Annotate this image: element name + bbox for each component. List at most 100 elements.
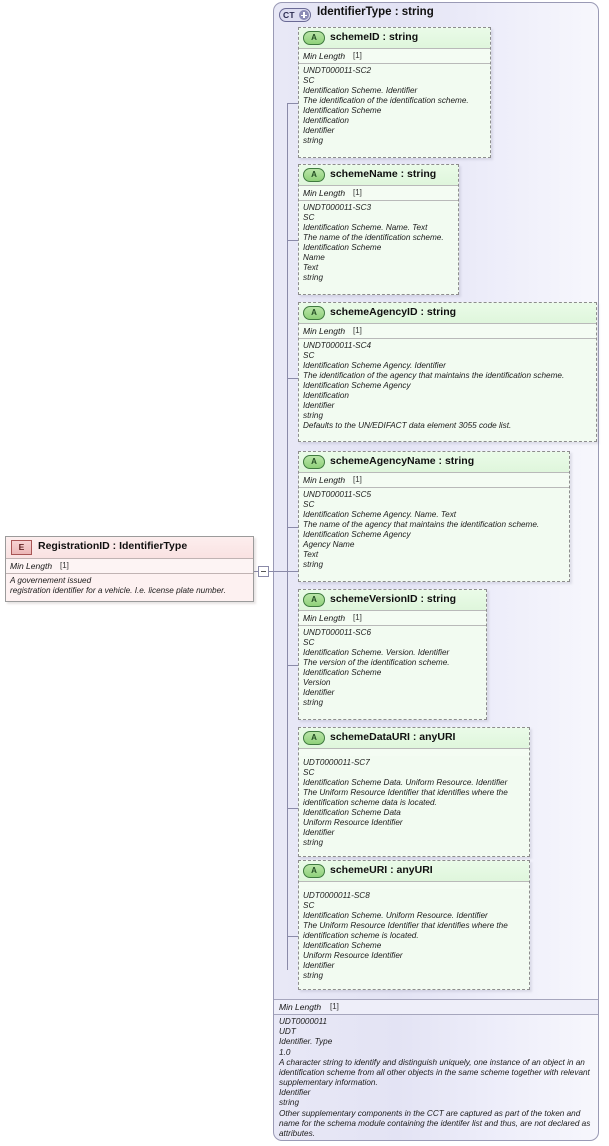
attribute-box-schemename[interactable]: A schemeName : string Min Length [1] UND… <box>298 164 459 295</box>
facet-cardinality: [1] <box>353 613 362 622</box>
facet-label: Min Length <box>303 475 346 485</box>
attribute-facet-row: Min Length [1] <box>299 610 486 626</box>
attribute-badge: A <box>303 731 325 745</box>
attribute-facet-row: Min Length [1] <box>299 472 569 488</box>
attribute-badge: A <box>303 455 325 469</box>
doc-line: The Uniform Resource Identifier that ide… <box>303 921 508 940</box>
connector-stub-schemedatauri <box>287 808 298 809</box>
complex-type-expand-icon[interactable] <box>299 10 309 20</box>
attribute-box-schemeagencyid[interactable]: A schemeAgencyID : string Min Length [1]… <box>298 302 597 442</box>
doc-line: Identifier <box>303 828 335 837</box>
attribute-badge: A <box>303 168 325 182</box>
doc-line: UNDT000011-SC4 <box>303 341 372 350</box>
doc-line: string <box>303 698 324 707</box>
doc-line: 1.0 <box>279 1047 291 1057</box>
attribute-box-schemedatauri[interactable]: A schemeDataURI : anyURI UDT0000011-SC7 … <box>298 727 530 857</box>
connector-stub-schemeuri <box>287 936 298 937</box>
element-box-registrationid[interactable]: E RegistrationID : IdentifierType Min Le… <box>5 536 254 602</box>
doc-line: SC <box>303 638 315 647</box>
attribute-header: A schemeVersionID : string <box>299 590 486 610</box>
doc-line: Uniform Resource Identifier <box>303 951 403 960</box>
doc-line: Identifier <box>303 401 335 410</box>
facet-cardinality: [1] <box>330 1002 339 1011</box>
doc-line: Identifier. Type <box>279 1037 333 1047</box>
doc-line: Agency Name <box>303 540 355 549</box>
doc-line: Identifier <box>279 1088 311 1098</box>
attribute-badge: A <box>303 593 325 607</box>
doc-line: The identification of the identification… <box>303 96 469 105</box>
attribute-header: A schemeName : string <box>299 165 458 185</box>
attribute-box-schemeversionid[interactable]: A schemeVersionID : string Min Length [1… <box>298 589 487 720</box>
doc-line: The Uniform Resource Identifier that ide… <box>303 788 508 807</box>
doc-line: UDT0000011-SC8 <box>303 891 370 900</box>
doc-line: Identifier <box>303 126 335 135</box>
doc-line: Identification Scheme Agency <box>303 530 411 539</box>
doc-line: Text <box>303 550 319 559</box>
element-facet-row: Min Length [1] <box>6 558 253 574</box>
doc-line: Uniform Resource Identifier <box>303 818 403 827</box>
doc-line: string <box>279 1098 300 1108</box>
attribute-documentation: UNDT000011-SC4 SC Identification Scheme … <box>299 339 596 434</box>
facet-label: Min Length <box>303 613 346 623</box>
attribute-facet-spacer <box>299 748 529 756</box>
doc-line: The name of the agency that maintains th… <box>303 520 540 529</box>
connector-stub-schemename <box>287 240 298 241</box>
collapse-minus-toggle[interactable] <box>258 566 269 577</box>
doc-line: Identification Scheme Agency. Name. Text <box>303 510 457 519</box>
doc-line: SC <box>303 500 315 509</box>
doc-line: Name <box>303 253 325 262</box>
attribute-title: schemeURI : anyURI <box>330 864 433 876</box>
doc-line: A character string to identify and disti… <box>279 1057 590 1088</box>
doc-line: string <box>303 838 324 847</box>
facet-label: Min Length <box>303 188 346 198</box>
doc-line: Identification Scheme Data. Uniform Reso… <box>303 778 508 787</box>
doc-line: registration identifier for a vehicle. I… <box>10 586 226 596</box>
attribute-documentation: UNDT000011-SC2 SC Identification Scheme.… <box>299 64 490 149</box>
attribute-facet-spacer <box>299 881 529 889</box>
doc-line: Identification Scheme <box>303 941 382 950</box>
facet-label: Min Length <box>10 561 53 571</box>
doc-line: Other supplementary components in the CC… <box>279 1108 591 1138</box>
element-header: E RegistrationID : IdentifierType <box>6 537 253 558</box>
attribute-box-schemeuri[interactable]: A schemeURI : anyURI UDT0000011-SC8 SC I… <box>298 860 530 990</box>
doc-line: Version <box>303 678 331 687</box>
attribute-documentation: UDT0000011-SC7 SC Identification Scheme … <box>299 756 529 851</box>
facet-cardinality: [1] <box>353 51 362 60</box>
doc-line: Identifier <box>303 961 335 970</box>
doc-line: Identification Scheme Agency. Identifier <box>303 361 446 370</box>
attribute-badge: A <box>303 31 325 45</box>
doc-line: string <box>303 560 324 569</box>
doc-line: Identification Scheme. Version. Identifi… <box>303 648 450 657</box>
attribute-box-schemeid[interactable]: A schemeID : string Min Length [1] UNDT0… <box>298 27 491 158</box>
complex-type-badge-label: CT <box>283 10 295 20</box>
doc-line: The identification of the agency that ma… <box>303 371 565 380</box>
doc-line: Identification Scheme Data <box>303 808 401 817</box>
doc-line: UNDT000011-SC2 <box>303 66 372 75</box>
attribute-header: A schemeURI : anyURI <box>299 861 529 881</box>
element-badge: E <box>11 540 32 555</box>
attribute-header: A schemeDataURI : anyURI <box>299 728 529 748</box>
element-title: RegistrationID : IdentifierType <box>38 540 188 552</box>
connector-stub-schemeagencyname <box>287 527 298 528</box>
doc-line: string <box>303 971 324 980</box>
element-documentation: A governement issued registration identi… <box>6 574 253 601</box>
doc-line: UNDT000011-SC3 <box>303 203 372 212</box>
attribute-title: schemeVersionID : string <box>330 593 457 605</box>
doc-line: Identification Scheme <box>303 106 382 115</box>
attribute-title: schemeName : string <box>330 168 437 180</box>
doc-line: Identification Scheme. Identifier <box>303 86 418 95</box>
complex-type-title: IdentifierType : string <box>317 6 434 18</box>
attribute-header: A schemeID : string <box>299 28 490 48</box>
attribute-documentation: UNDT000011-SC5 SC Identification Scheme … <box>299 488 569 573</box>
doc-line: Identification Scheme <box>303 243 382 252</box>
attribute-title: schemeAgencyName : string <box>330 455 475 467</box>
doc-line: SC <box>303 901 315 910</box>
attribute-documentation: UDT0000011-SC8 SC Identification Scheme.… <box>299 889 529 984</box>
doc-line: string <box>303 411 324 420</box>
doc-line: string <box>303 273 324 282</box>
attribute-header: A schemeAgencyID : string <box>299 303 596 323</box>
doc-line: SC <box>303 351 315 360</box>
attribute-box-schemeagencyname[interactable]: A schemeAgencyName : string Min Length [… <box>298 451 570 582</box>
doc-line: UNDT000011-SC5 <box>303 490 372 499</box>
